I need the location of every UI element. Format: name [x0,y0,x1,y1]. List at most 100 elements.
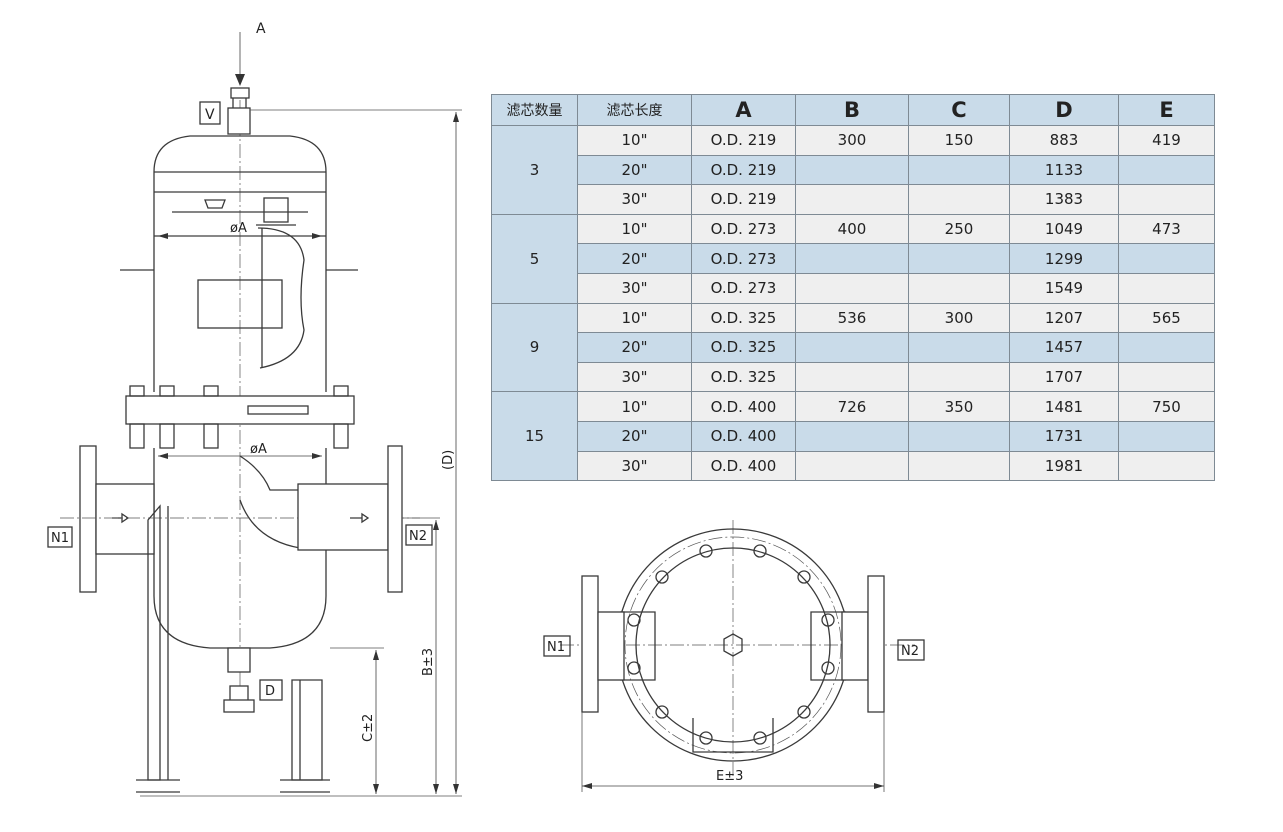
table-row: 30" O.D. 325 1707 [492,361,1215,393]
height-d-label: (D) [441,450,456,470]
top-inlet-label: N1 [547,640,565,655]
c-cell: 250 [908,213,1010,245]
d-cell: 1049 [1009,213,1119,245]
d-cell: 883 [1009,125,1119,156]
c-cell [908,361,1010,393]
b-cell [795,420,909,452]
b-cell [795,450,909,482]
a-cell: O.D. 273 [691,243,796,274]
d-cell: 1299 [1009,243,1119,274]
c-cell: 300 [908,302,1010,334]
e-cell [1118,154,1215,186]
e-cell [1118,332,1215,363]
d-cell: 1731 [1009,420,1119,452]
vent-label: V [205,107,215,123]
a-cell: O.D. 325 [691,332,796,363]
a-cell: O.D. 400 [691,420,796,452]
cartridge-count-cell: 9 [491,302,578,393]
table-row: 30" O.D. 273 1549 [492,272,1215,304]
b-cell [795,154,909,186]
d-cell: 1481 [1009,391,1119,422]
a-cell: O.D. 400 [691,450,796,482]
b-cell [795,184,909,215]
inlet-arrow-label: A [256,21,266,37]
b-cell: 726 [795,391,909,422]
d-cell: 1383 [1009,184,1119,215]
side-inlet-label: N1 [51,531,69,546]
c-cell [908,450,1010,482]
top-view: N1 N2 E±3 [543,520,925,792]
c-cell [908,154,1010,186]
e-cell [1118,272,1215,304]
cartridge-count-cell: 3 [491,125,578,215]
table-header-row: 滤芯数量 滤芯长度 A B C D E [491,94,1215,126]
length-cell: 10" [577,391,692,422]
side-view: A V øA [47,21,462,797]
length-cell: 20" [577,154,692,186]
table-row: 20" O.D. 325 1457 [492,332,1215,363]
cartridge-count-cell: 5 [491,213,578,304]
c-cell [908,272,1010,304]
e-cell: 750 [1118,391,1215,422]
c-cell [908,420,1010,452]
e-cell: 473 [1118,213,1215,245]
e-cell [1118,420,1215,452]
d-cell: 1707 [1009,361,1119,393]
c-cell [908,243,1010,274]
c-cell: 150 [908,125,1010,156]
a-cell: O.D. 325 [691,361,796,393]
top-outlet-label: N2 [901,644,919,659]
length-cell: 10" [577,213,692,245]
d-cell: 1207 [1009,302,1119,334]
c-cell [908,184,1010,215]
header-cartridge-count: 滤芯数量 [491,94,578,126]
a-cell: O.D. 219 [691,184,796,215]
a-cell: O.D. 400 [691,391,796,422]
length-cell: 20" [577,243,692,274]
b-cell [795,332,909,363]
length-cell: 20" [577,332,692,363]
c-cell: 350 [908,391,1010,422]
length-cell: 30" [577,361,692,393]
b-cell: 300 [795,125,909,156]
b-cell [795,272,909,304]
length-cell: 30" [577,450,692,482]
table-row: 20" O.D. 219 1133 [492,154,1215,186]
upper-diameter-label: øA [230,221,247,236]
b-cell [795,243,909,274]
dimension-table: 滤芯数量 滤芯长度 A B C D E 3 10" O.D. 219 300 1… [491,94,1215,482]
b-cell: 536 [795,302,909,334]
table-row: 20" O.D. 400 1731 [492,420,1215,452]
d-cell: 1549 [1009,272,1119,304]
table-row: 30" O.D. 400 1981 [492,450,1215,482]
side-outlet-label: N2 [409,529,427,544]
height-c-label: C±2 [361,714,376,742]
e-cell [1118,243,1215,274]
table-row: 3 10" O.D. 219 300 150 883 419 [491,125,1215,215]
length-cell: 30" [577,272,692,304]
e-cell: 565 [1118,302,1215,334]
b-cell [795,361,909,393]
header-b: B [795,94,909,126]
table-row: 9 10" O.D. 325 536 300 1207 565 [491,302,1215,393]
e-cell: 419 [1118,125,1215,156]
c-cell [908,332,1010,363]
e-cell [1118,450,1215,482]
d-cell: 1133 [1009,154,1119,186]
a-cell: O.D. 325 [691,302,796,334]
a-cell: O.D. 219 [691,125,796,156]
e-cell [1118,184,1215,215]
a-cell: O.D. 273 [691,272,796,304]
d-cell: 1457 [1009,332,1119,363]
d-cell: 1981 [1009,450,1119,482]
header-cartridge-length: 滤芯长度 [577,94,692,126]
table-row: 15 10" O.D. 400 726 350 1481 750 [491,391,1215,482]
a-cell: O.D. 273 [691,213,796,245]
table-row: 30" O.D. 219 1383 [492,184,1215,215]
height-b-label: B±3 [421,648,436,676]
length-cell: 10" [577,125,692,156]
header-a: A [691,94,796,126]
table-row: 20" O.D. 273 1299 [492,243,1215,274]
a-cell: O.D. 219 [691,154,796,186]
